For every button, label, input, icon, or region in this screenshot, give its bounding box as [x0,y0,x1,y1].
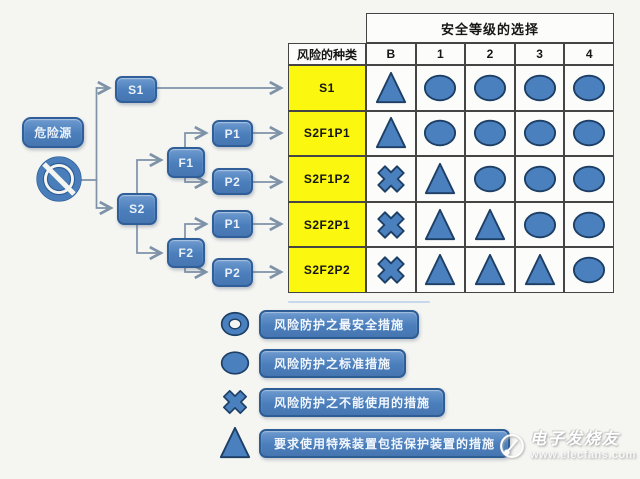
matrix-cell-ellipse [514,156,565,202]
legend-item-triangle: 要求使用特殊装置包括保护装置的措施 [217,426,511,460]
matrix-cell-triangle [514,247,565,293]
node-p1-top: P1 [212,120,253,147]
no-entry-icon [36,156,82,202]
node-s1: S1 [115,76,157,103]
matrix-cell-ellipse [564,247,614,293]
table-empty-corner [288,13,366,43]
matrix-cell-triangle [415,247,466,293]
legend-item-donut: 风险防护之最安全措施 [217,309,420,339]
cross-icon [217,387,253,417]
donut-icon [217,309,253,339]
node-f1: F1 [167,147,205,178]
hazard-source-box: 危险源 [22,117,84,148]
table-row-header: 风险的种类 [288,43,366,65]
node-p1-bottom: P1 [212,210,253,238]
row-label-S1: S1 [288,65,366,111]
matrix-cell-cross [366,201,416,248]
legend-label: 风险防护之最安全措施 [259,309,420,339]
matrix-cell-ellipse [564,156,614,202]
matrix-cell-ellipse [415,110,466,157]
column-header-1: 1 [415,43,466,65]
watermark: 电子发烧友 www.elecfans.com [498,418,636,474]
matrix-cell-triangle [465,247,515,293]
matrix-cell-ellipse [564,65,614,111]
column-header-B: B [366,43,416,65]
row-label-S2F1P2: S2F1P2 [288,156,366,202]
column-header-3: 3 [514,43,565,65]
matrix-cell-ellipse [465,110,515,157]
row-label-S2F2P2: S2F2P2 [288,247,366,293]
matrix-cell-cross [366,247,416,293]
table-top-header: 安全等级的选择 [366,13,614,43]
legend-label: 风险防护之标准措施 [259,348,407,378]
matrix-cell-cross [366,156,416,202]
matrix-cell-ellipse [514,201,565,248]
matrix-cell-ellipse [514,110,565,157]
legend-label: 要求使用特殊装置包括保护装置的措施 [259,428,511,458]
row-label-S2F2P1: S2F2P1 [288,201,366,248]
row-label-S2F1P1: S2F1P1 [288,110,366,157]
node-f2: F2 [167,238,205,268]
matrix-cell-ellipse [514,65,565,111]
column-header-4: 4 [564,43,614,65]
watermark-brand: 电子发烧友 [529,430,620,448]
matrix-cell-triangle [366,65,416,111]
matrix-cell-triangle [415,201,466,248]
legend-item-ellipse: 风险防护之标准措施 [217,348,407,378]
elecfans-logo-icon [500,434,524,458]
matrix-cell-triangle [415,156,466,202]
matrix-cell-triangle [465,201,515,248]
node-p2-top: P2 [212,168,253,195]
watermark-url: www.elecfans.com [529,448,636,461]
matrix-cell-ellipse [564,110,614,157]
matrix-cell-ellipse [415,65,466,111]
matrix-cell-ellipse [465,156,515,202]
legend-label: 风险防护之不能使用的措施 [259,387,446,417]
node-s2: S2 [117,193,157,225]
matrix-cell-triangle [366,110,416,157]
ellipse-icon [217,348,253,378]
column-header-2: 2 [465,43,515,65]
faint-divider-line [288,301,430,303]
matrix-cell-ellipse [564,201,614,248]
triangle-icon [217,426,253,460]
legend-item-cross: 风险防护之不能使用的措施 [217,387,446,417]
node-p2-bottom: P2 [212,258,253,287]
matrix-cell-ellipse [465,65,515,111]
